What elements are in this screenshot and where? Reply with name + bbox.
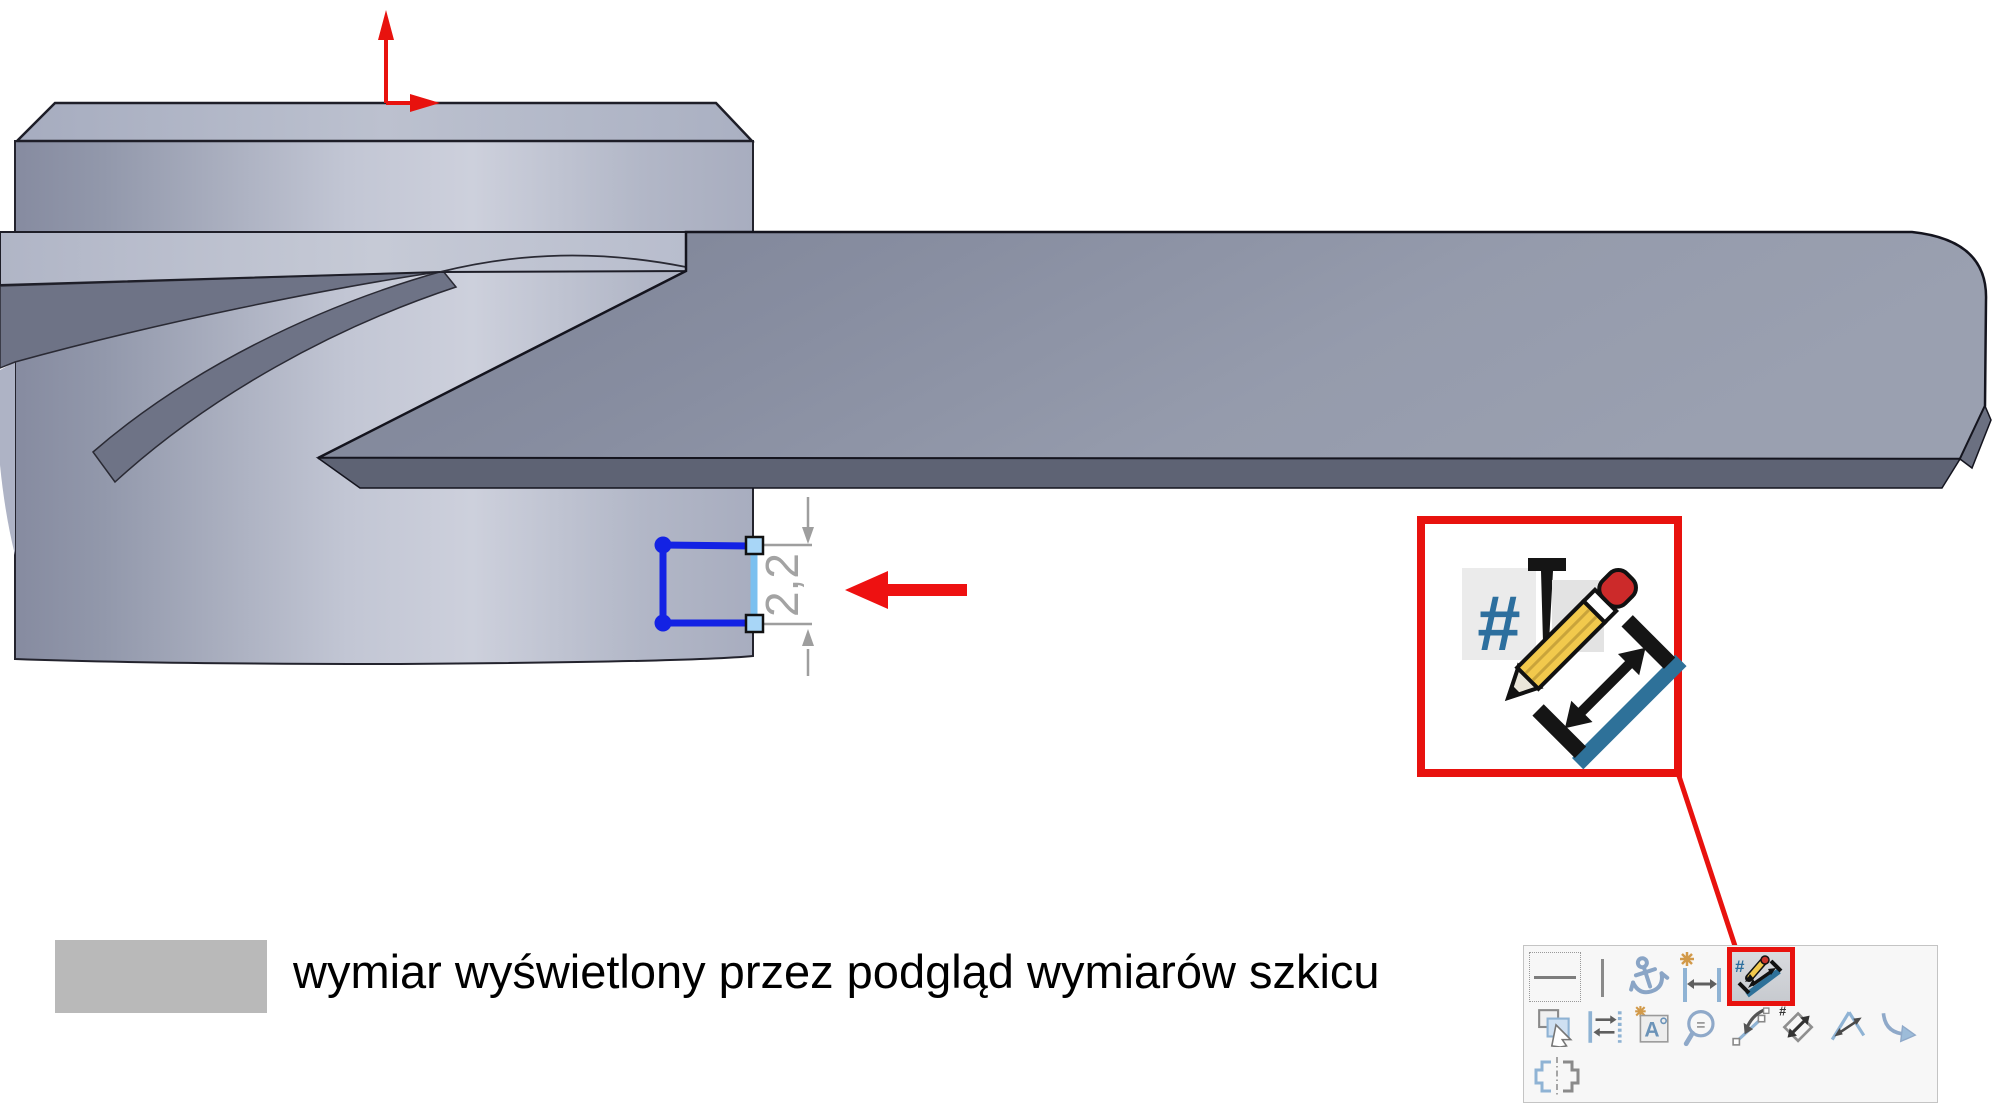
- sketch-handle-top-right[interactable]: [744, 535, 765, 556]
- sketch-vertex-bottom-left[interactable]: [654, 614, 672, 632]
- angle-dimension-button[interactable]: [1828, 1007, 1868, 1047]
- dimensions-toolbar: # A: [1523, 945, 1938, 1103]
- dimension-value: 2,2: [756, 553, 808, 617]
- sketch-edge-top[interactable]: [662, 541, 752, 550]
- flip-dimension-arrows-button[interactable]: [1585, 1007, 1625, 1047]
- symmetric-dimension-button[interactable]: [1533, 1056, 1581, 1098]
- pencil-icon: [1504, 568, 1638, 702]
- red-pointer-arrow: [845, 571, 967, 609]
- dimension-line-glyph: [1534, 976, 1576, 979]
- plate-inner-curve: [439, 254, 687, 273]
- dimension-text-button[interactable]: A: [1632, 1005, 1672, 1045]
- arc-length-dimension-button[interactable]: [1878, 1006, 1918, 1046]
- origin-axes: [378, 10, 440, 112]
- pin-glyph: [1528, 558, 1566, 642]
- sketch-handle-bottom-right[interactable]: [744, 613, 765, 634]
- sketch-vertex-top-left[interactable]: [654, 536, 672, 554]
- svg-text:#: #: [1779, 1005, 1786, 1019]
- legend-label: wymiar wyświetlony przez podgląd wymiaró…: [293, 945, 1380, 998]
- curved-blade-bulge: [0, 362, 15, 555]
- main-blade-right-edge: [1959, 404, 1992, 470]
- ordinate-dimension-button[interactable]: #: [1777, 1004, 1817, 1044]
- shadow-under-plate: [0, 271, 439, 369]
- hub-top-face: [13, 101, 755, 143]
- star-icon: [1680, 952, 1694, 966]
- svg-text:#: #: [1477, 579, 1520, 667]
- anchor-dimension-button[interactable]: [1624, 954, 1670, 1000]
- sketch-rectangle[interactable]: [654, 535, 765, 634]
- autodimension-button[interactable]: [1676, 950, 1726, 1004]
- select-multiple-button[interactable]: [1536, 1007, 1576, 1047]
- svg-text:=: =: [1696, 1017, 1705, 1034]
- main-blade-thickness: [315, 457, 1962, 489]
- dimension-preview: [763, 497, 814, 676]
- curved-blade-edge-band: [91, 270, 458, 484]
- left-blade-plate: [0, 231, 687, 287]
- divider-line-icon: [1601, 959, 1604, 997]
- callout-connector-line: [1674, 769, 1739, 950]
- dimension-line-sample-button[interactable]: [1529, 952, 1581, 1002]
- sketch-dimension-preview-button-active[interactable]: #: [1727, 947, 1795, 1006]
- svg-text:A: A: [1644, 1019, 1659, 1042]
- svg-text:#: #: [1735, 957, 1745, 976]
- modify-sketch-button[interactable]: [1731, 1007, 1771, 1047]
- sketch-dimension-preview-icon: #: [1462, 558, 1687, 770]
- sketch-dimension-preview-mini-icon: #: [1735, 955, 1783, 998]
- zoom-to-equation-button[interactable]: =: [1683, 1009, 1723, 1049]
- legend-swatch: [55, 940, 267, 1013]
- dimension-symbol: [1532, 615, 1687, 770]
